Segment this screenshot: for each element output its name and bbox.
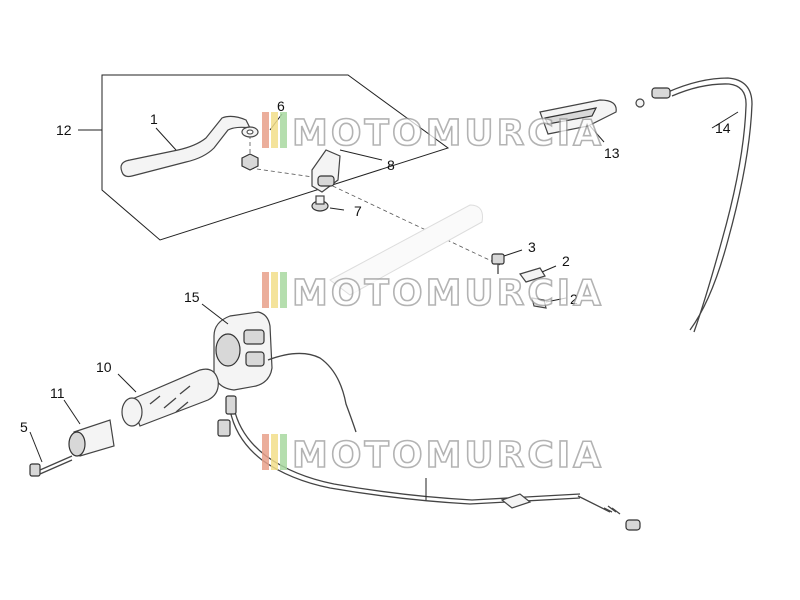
callout-6: 6 [277,98,285,114]
leader-2a [541,265,557,273]
switch-wire [267,352,357,433]
throttle-cable [217,395,641,531]
leader-10 [117,373,137,393]
watermark-text-top: MOTOMURCIA [292,113,604,154]
cable-part-14 [635,77,753,333]
callout-12: 12 [56,122,72,138]
watermark-top: MOTOMURCIA [262,112,604,155]
callout-10: 10 [96,359,112,375]
wm-stripe-3 [280,112,287,148]
callout-2-lower: 2 [570,291,578,307]
grip-part-10 [121,368,219,427]
wm-stripe-2 [271,434,278,470]
watermark-text-middle: MOTOMURCIA [292,273,604,314]
wm-stripe-1 [262,112,269,148]
leader-7 [329,207,345,211]
washer-part-6 [241,126,259,138]
callout-5: 5 [20,419,28,435]
leader-2b [545,297,567,303]
callout-14: 14 [715,120,731,136]
bracket-part-8 [311,149,341,193]
bar-end-part-11 [68,419,115,457]
leader-15 [201,303,229,325]
leader-11 [63,399,81,425]
pivot-nut [241,153,259,171]
leader-1 [155,127,177,151]
grip-cover-part-13 [539,99,617,135]
bolt-part-3 [491,253,505,274]
wm-stripe-3 [280,272,287,308]
screw-part-2-lower [531,297,547,309]
wm-stripe-2 [271,112,278,148]
switch-housing-part-15 [213,311,273,391]
group-box-12 [101,74,450,241]
callout-15: 15 [184,289,200,305]
wm-stripe-2 [271,272,278,308]
leader-13 [589,125,605,143]
bolt-part-5 [29,455,73,477]
assembly-line-a [249,167,321,179]
callout-7: 7 [354,203,362,219]
leader-8 [339,149,383,161]
watermark-bottom: MOTOMURCIA [262,434,604,477]
screw-part-7 [311,195,329,212]
lever-part-1 [120,115,252,178]
leader-5 [29,431,43,463]
callout-11: 11 [50,385,65,401]
watermark-middle: MOTOMURCIA [262,272,604,315]
leader-14 [711,111,739,129]
watermark-text-bottom: MOTOMURCIA [292,435,604,476]
callout-8: 8 [387,157,395,173]
callout-1: 1 [150,111,158,127]
callout-2-upper: 2 [562,253,570,269]
screw-part-2-upper [519,267,546,283]
wm-stripe-1 [262,272,269,308]
wm-stripe-3 [280,434,287,470]
wm-stripe-1 [262,434,269,470]
assembly-line-b [319,179,501,266]
callout-3: 3 [528,239,536,255]
callout-13: 13 [604,145,620,161]
leader-3 [503,249,523,257]
handlebar-tube [329,204,483,296]
